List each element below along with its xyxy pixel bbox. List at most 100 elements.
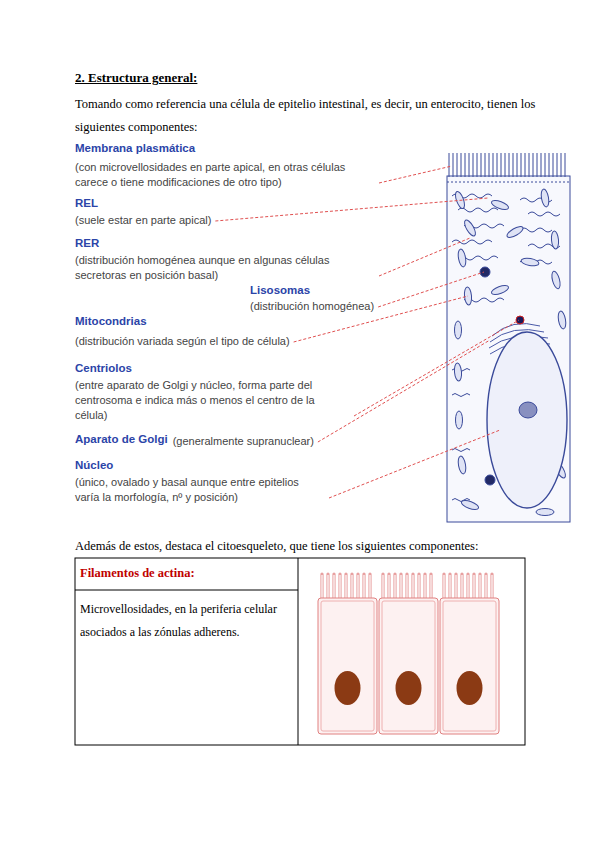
microvillus bbox=[525, 153, 526, 177]
microvillus bbox=[541, 153, 542, 177]
microvillus-core bbox=[467, 575, 468, 600]
microvillus bbox=[423, 574, 426, 600]
mitochondrion bbox=[490, 199, 509, 212]
microvillus bbox=[368, 574, 371, 600]
microvillus-core bbox=[485, 575, 486, 600]
microvillus bbox=[344, 574, 347, 600]
lysosome bbox=[480, 267, 490, 277]
mitochondrion bbox=[505, 224, 524, 239]
part-name: Lisosomas bbox=[250, 284, 310, 296]
leader-line bbox=[354, 320, 519, 416]
microvillus-core bbox=[424, 575, 425, 600]
centriole bbox=[516, 316, 524, 324]
mitochondrion bbox=[462, 218, 477, 237]
microvillus-core bbox=[363, 575, 364, 600]
microvillus-core bbox=[473, 575, 474, 600]
microvillus-core bbox=[479, 575, 480, 600]
epithelial-cell bbox=[440, 598, 499, 734]
epithelial-cell bbox=[379, 598, 438, 734]
microvillus bbox=[484, 574, 487, 600]
epithelial-cell bbox=[318, 598, 377, 734]
mitochondrion bbox=[457, 456, 467, 475]
microvillus bbox=[537, 153, 538, 177]
microvillus bbox=[442, 574, 445, 600]
microvillus bbox=[549, 153, 550, 177]
leader-line bbox=[329, 430, 500, 498]
table-cell: Microvellosidades, en la periferia celul… bbox=[80, 598, 292, 644]
microvillus bbox=[505, 153, 506, 177]
microvillus bbox=[449, 153, 450, 177]
microvillus bbox=[381, 574, 384, 600]
microvillus-core bbox=[333, 575, 334, 600]
microvillus-core bbox=[321, 575, 322, 600]
microvillus bbox=[417, 574, 420, 600]
microvillus bbox=[545, 153, 546, 177]
part-name: Mitocondrias bbox=[75, 315, 147, 327]
microvillus-core bbox=[406, 575, 407, 600]
er-cisterna bbox=[452, 449, 470, 452]
mitochondrion bbox=[557, 311, 567, 330]
microvillus bbox=[497, 153, 498, 177]
terminal-web bbox=[447, 182, 570, 183]
microvillus-core bbox=[382, 575, 383, 600]
mitochondrion bbox=[551, 231, 560, 250]
part-note: (con microvellosidades en parte apical, … bbox=[75, 160, 375, 190]
mitochondrion bbox=[521, 257, 540, 267]
microvillus bbox=[477, 153, 478, 177]
section-heading: 2. Estructura general: bbox=[75, 70, 197, 86]
cortical-actin bbox=[443, 601, 496, 731]
microvillus bbox=[411, 574, 414, 600]
microvillus-core bbox=[369, 575, 370, 600]
part-note: (suele estar en parte apical) bbox=[75, 213, 211, 228]
nucleolus bbox=[519, 402, 537, 418]
microvillus-core bbox=[357, 575, 358, 600]
microvillus bbox=[457, 153, 458, 177]
leader-line bbox=[378, 272, 484, 307]
cell-nucleus bbox=[335, 671, 361, 705]
microvillus bbox=[448, 574, 451, 600]
mitochondrion bbox=[460, 499, 479, 512]
table-rule bbox=[75, 590, 298, 591]
microvillus bbox=[493, 153, 494, 177]
microvillus bbox=[469, 153, 470, 177]
microvillus bbox=[405, 574, 408, 600]
table-cell: Filamentos de actina: bbox=[80, 566, 195, 581]
microvillus bbox=[472, 574, 475, 600]
mitochondrion bbox=[540, 189, 550, 208]
microvillus bbox=[332, 574, 335, 600]
microvillus-core bbox=[400, 575, 401, 600]
mitochondrion bbox=[456, 411, 463, 429]
er-cisterna bbox=[458, 208, 498, 212]
microvillus bbox=[338, 574, 341, 600]
microvillus bbox=[362, 574, 365, 600]
table bbox=[75, 558, 525, 745]
part-note: (único, ovalado y basal aunque entre epi… bbox=[75, 475, 325, 505]
microvillus bbox=[485, 153, 486, 177]
er-cisterna bbox=[528, 212, 560, 216]
cell-nucleus bbox=[396, 671, 422, 705]
microvillus bbox=[533, 153, 534, 177]
lysosome bbox=[485, 475, 495, 485]
mitochondrion bbox=[550, 270, 561, 289]
microvillus bbox=[490, 574, 493, 600]
part-name: Aparato de Golgi bbox=[75, 433, 168, 445]
microvillus-core bbox=[430, 575, 431, 600]
mitochondrion bbox=[536, 509, 554, 516]
part-name: RER bbox=[75, 237, 99, 249]
microvillus-core bbox=[388, 575, 389, 600]
microvillus bbox=[465, 153, 466, 177]
part-name: REL bbox=[75, 197, 98, 209]
microvillus bbox=[481, 153, 482, 177]
part-name: Núcleo bbox=[75, 459, 113, 471]
mitochondrion bbox=[457, 249, 467, 268]
part-note: (generalmente supranuclear) bbox=[173, 434, 314, 449]
microvillus bbox=[561, 153, 562, 177]
microvillus bbox=[461, 153, 462, 177]
microvillus bbox=[513, 153, 514, 177]
mitochondrion bbox=[490, 284, 509, 297]
er-cisterna bbox=[452, 394, 470, 397]
microvillus bbox=[489, 153, 490, 177]
part-note: (distribución variada según el tipo de c… bbox=[75, 334, 290, 349]
part-name: Centriolos bbox=[75, 362, 132, 374]
microvillus bbox=[453, 153, 454, 177]
